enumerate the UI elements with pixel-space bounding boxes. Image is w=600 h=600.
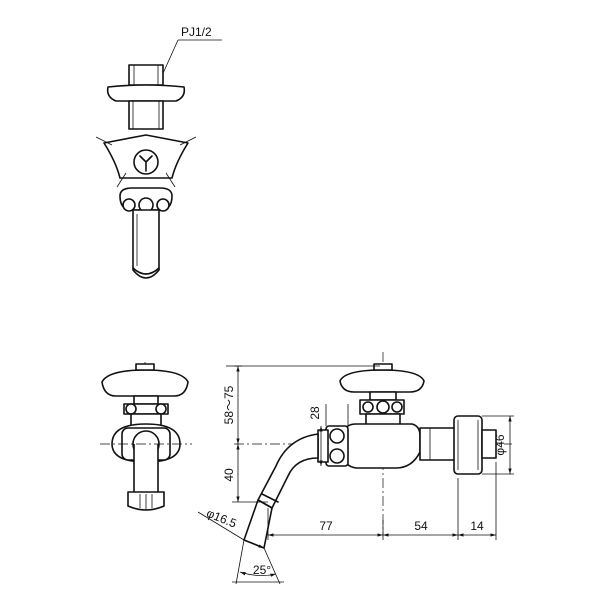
body-neck bbox=[128, 100, 164, 130]
dim-angle-label: 25° bbox=[253, 563, 271, 577]
inlet-connector bbox=[419, 427, 459, 461]
dim-below-axis-label: 40 bbox=[222, 468, 236, 482]
dim-77-label: 77 bbox=[319, 519, 333, 533]
dim-height-range-label: 58～75 bbox=[222, 385, 236, 424]
handle-cap-front bbox=[101, 369, 189, 397]
valve-body-side bbox=[343, 423, 421, 469]
handle-cap-side bbox=[339, 369, 425, 393]
thread-label: PJ1/2 bbox=[181, 25, 212, 39]
spout-top-view bbox=[132, 209, 160, 279]
side-view: 58～75 40 28 φ46 77 54 14 φ16.5 bbox=[197, 352, 514, 585]
inlet-thread-end bbox=[481, 429, 497, 459]
top-view: PJ1/2 bbox=[95, 25, 222, 279]
front-view bbox=[100, 362, 192, 511]
dim-outlet-dia-label: φ16.5 bbox=[204, 506, 238, 531]
handle-screw-icon bbox=[139, 155, 153, 172]
dim-nut-label: 28 bbox=[308, 406, 322, 420]
flange bbox=[106, 84, 186, 102]
dim-body-dia-label: φ46 bbox=[493, 434, 507, 455]
dim-54-label: 54 bbox=[414, 519, 428, 533]
dim-14-label: 14 bbox=[470, 519, 484, 533]
